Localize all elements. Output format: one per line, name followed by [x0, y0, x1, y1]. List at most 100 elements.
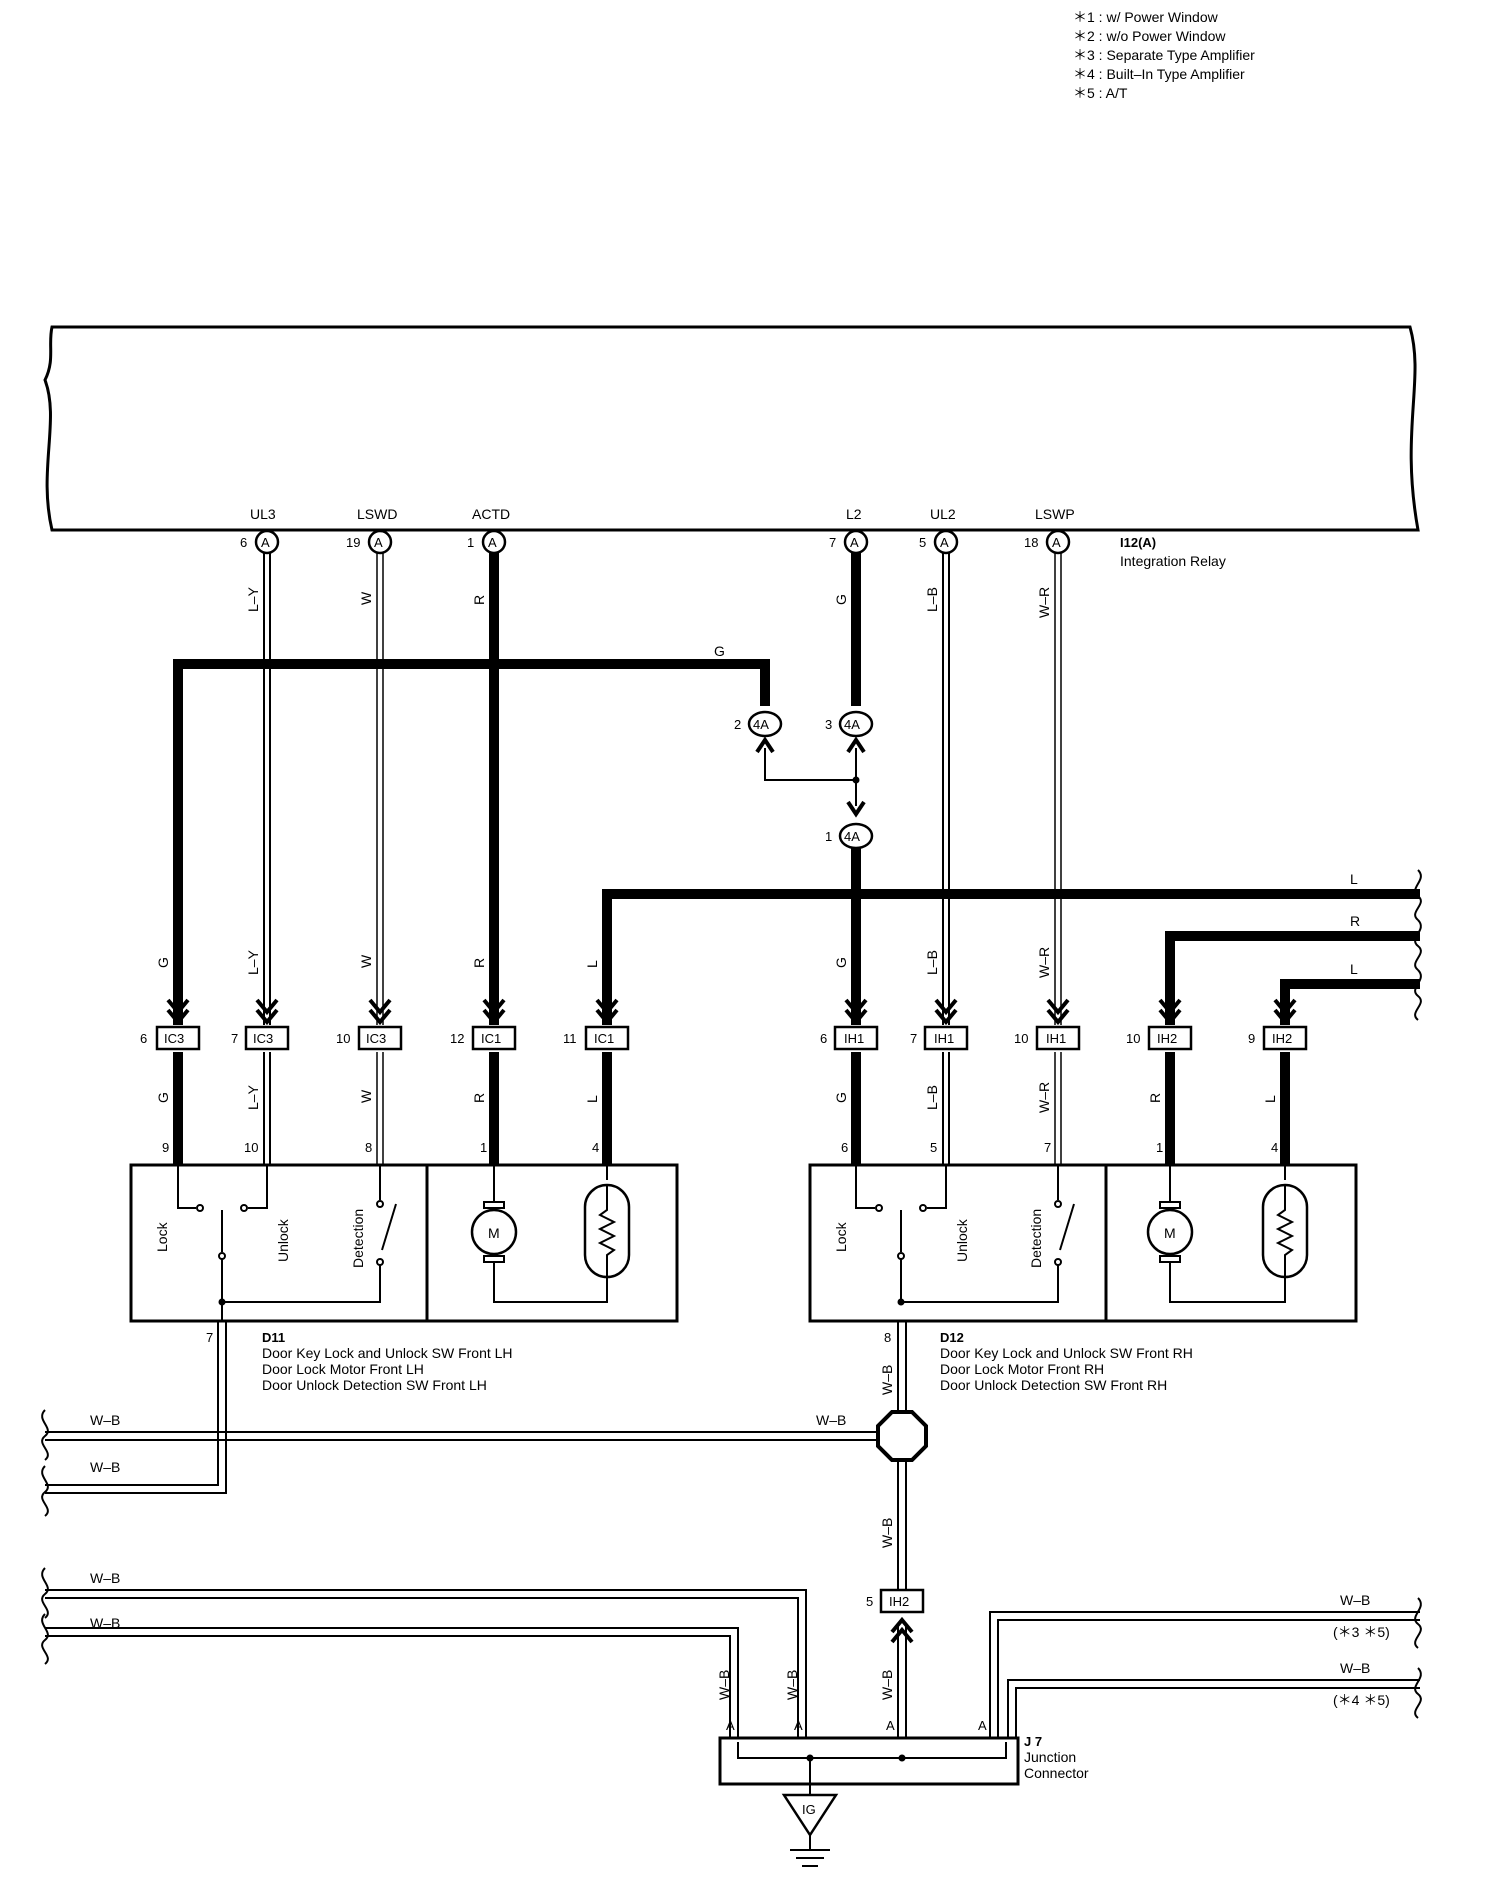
d12-motor-label: M: [1164, 1225, 1176, 1241]
comp-pin-10: 4: [1271, 1140, 1278, 1155]
note-4: ＊4 : Built–In Type Amplifier: [1073, 66, 1245, 82]
d12-detection-label: Detection: [1028, 1209, 1044, 1268]
relay-tag-4: A: [850, 535, 859, 550]
wire-c9-bot: R: [1147, 1093, 1163, 1103]
j7-terminal-1: A: [726, 1718, 735, 1733]
j7-connector: [718, 1736, 1020, 1786]
wire-c7-bot: L–B: [924, 1085, 940, 1110]
j7-terminal-2: A: [794, 1718, 803, 1733]
wire-bus-l: L: [1350, 871, 1358, 887]
terminal-ul2: UL2: [930, 506, 956, 522]
d11-motor-label: M: [488, 1225, 500, 1241]
conn-pin-6: 6: [820, 1031, 827, 1046]
conn-pin-1: 6: [140, 1031, 147, 1046]
relay-tag-2: A: [374, 535, 383, 550]
comp-pin-8: 7: [1044, 1140, 1051, 1155]
relay-pin-6: 18: [1024, 535, 1038, 550]
wire-c4-top: R: [471, 958, 487, 968]
conn-code-8: IH1: [1046, 1031, 1066, 1046]
wire-c2-bot: L–Y: [245, 1084, 261, 1110]
conn-pin-5: 11: [563, 1031, 577, 1046]
conn-pin-3: 10: [336, 1031, 350, 1046]
terminal-l2: L2: [846, 506, 862, 522]
d12-line-1: Door Key Lock and Unlock SW Front RH: [940, 1345, 1193, 1361]
comp-pin-7: 5: [930, 1140, 937, 1155]
wire-l2: G: [833, 594, 849, 605]
wire-c10-bot: L: [1262, 1095, 1278, 1103]
wire-right-2: W–B: [1340, 1660, 1370, 1676]
connector-row: [155, 1025, 1308, 1051]
relay-pin-5: 5: [919, 535, 926, 550]
ih2-arrow: [890, 1616, 914, 1644]
wires: [45, 553, 1420, 1795]
relay-pin-1: 6: [240, 535, 247, 550]
d12-line-3: Door Unlock Detection SW Front RH: [940, 1377, 1167, 1393]
j7-code: J 7: [1024, 1734, 1042, 1749]
relay-code: I12(A): [1120, 535, 1156, 550]
wire-c5-bot: L: [584, 1095, 600, 1103]
d11-line-2: Door Lock Motor Front LH: [262, 1361, 424, 1377]
junction-4a-pin-3: 1: [825, 829, 832, 844]
note-5: ＊5 : A/T: [1073, 85, 1128, 101]
note-1: ＊1 : w/ Power Window: [1073, 9, 1219, 25]
conn-code-5: IC1: [594, 1031, 614, 1046]
wire-splice-down: W–B: [879, 1518, 895, 1548]
d11-ground-pin: 7: [206, 1330, 213, 1345]
terminal-lswp: LSWP: [1035, 506, 1075, 522]
conn-pin-10: 9: [1248, 1031, 1255, 1046]
wire-c3-top: W: [358, 954, 374, 968]
d11-lock-label: Lock: [154, 1221, 170, 1252]
conn-pin-9: 10: [1126, 1031, 1140, 1046]
wire-c5-top: L: [584, 960, 600, 968]
wire-j7-a1: W–B: [716, 1670, 732, 1700]
conn-code-10: IH2: [1272, 1031, 1292, 1046]
junction-4a-pin-1: 2: [734, 717, 741, 732]
wire-right-2-note: (＊4 ＊5): [1333, 1692, 1390, 1708]
relay-tag-3: A: [488, 535, 497, 550]
conn-code-4: IC1: [481, 1031, 501, 1046]
wire-break-marks: [41, 869, 1422, 1719]
ih2-pin: 5: [866, 1594, 873, 1609]
conn-code-9: IH2: [1157, 1031, 1177, 1046]
d12-lock-label: Lock: [833, 1221, 849, 1252]
comp-pin-9: 1: [1156, 1140, 1163, 1155]
j7-name-2: Connector: [1024, 1765, 1089, 1781]
d11-detection-label: Detection: [350, 1209, 366, 1268]
comp-pin-3: 8: [365, 1140, 372, 1155]
junction-4a: [747, 710, 874, 850]
wire-j7-a3: W–B: [879, 1670, 895, 1700]
d12-line-2: Door Lock Motor Front RH: [940, 1361, 1104, 1377]
junction-4a-code-1: 4A: [753, 717, 769, 732]
wire-c1-bot: G: [155, 1092, 171, 1103]
ih2-code: IH2: [889, 1594, 909, 1609]
conn-code-1: IC3: [164, 1031, 184, 1046]
conn-pin-7: 7: [910, 1031, 917, 1046]
comp-pin-1: 9: [162, 1140, 169, 1155]
j7-terminal-4: A: [978, 1718, 987, 1733]
d12-unlock-label: Unlock: [954, 1218, 970, 1262]
note-3: ＊3 : Separate Type Amplifier: [1073, 47, 1255, 63]
relay-tag-1: A: [261, 535, 270, 550]
j7-name-1: Junction: [1024, 1749, 1076, 1765]
terminal-ul3: UL3: [250, 506, 276, 522]
d11-line-3: Door Unlock Detection SW Front LH: [262, 1377, 487, 1393]
comp-pin-6: 6: [841, 1140, 848, 1155]
wire-labels: L–Y W R G L–B W–R G L R L G L–Y W R L G …: [155, 586, 1360, 1113]
d12-ground-pin: 8: [884, 1330, 891, 1345]
wire-lswd: W: [358, 591, 374, 605]
wire-c3-bot: W: [358, 1089, 374, 1103]
relay-name: Integration Relay: [1120, 553, 1226, 569]
comp-pin-2: 10: [244, 1140, 258, 1155]
footnotes: ＊1 : w/ Power Window ＊2 : w/o Power Wind…: [1073, 9, 1255, 101]
wire-c1-top: G: [155, 957, 171, 968]
terminal-actd: ACTD: [472, 506, 510, 522]
wire-splice-label: W–B: [816, 1412, 846, 1428]
conn-pin-8: 10: [1014, 1031, 1028, 1046]
wire-c8-top: W–R: [1036, 947, 1052, 978]
wire-bus-r: R: [1350, 913, 1360, 929]
relay-pin-2: 19: [346, 535, 360, 550]
j7-terminal-3: A: [886, 1718, 895, 1733]
wire-c7-top: L–B: [924, 950, 940, 975]
wire-c8-bot: W–R: [1036, 1082, 1052, 1113]
